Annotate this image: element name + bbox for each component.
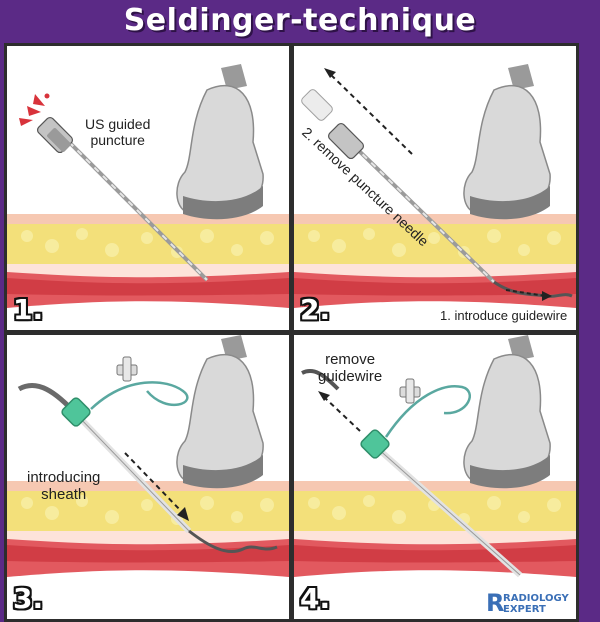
arrow-icon [124,452,189,521]
vessel-lumen [7,301,289,330]
ultrasound-probe-icon [463,64,551,220]
label-remove-guidewire: remove guidewire [318,351,383,385]
title-bar: Seldinger-technique [0,0,600,40]
guidewire-icon [301,369,340,391]
ultrasound-probe-icon [176,335,264,489]
step-number: 2. [300,293,331,326]
logo-line-2: EXPERT [503,604,546,615]
side-port-tube [384,385,472,438]
label-us-guided-puncture: US guided puncture [85,116,151,148]
step-number: 3. [13,582,44,615]
side-port-tube [90,381,189,410]
sheath-icon [17,382,192,534]
ultrasound-probe-icon [176,64,264,220]
panel-4: remove guidewire 4. R RADIOLOGY EXPERT [291,332,579,622]
sheath-icon [360,429,522,578]
vessel-lumen [7,570,289,619]
label-introducing-sheath: introducing sheath [27,469,101,503]
arrow-icon [324,68,552,301]
vessel-lumen [294,301,576,330]
panel-4-illustration [294,335,576,619]
radiology-expert-logo: R RADIOLOGY EXPERT [486,590,572,616]
vessel-lumen [294,570,576,619]
panel-2: 2. remove puncture needle 1. introduce g… [291,43,579,333]
panel-1-illustration [7,64,289,330]
panel-1: US guided puncture 1. [4,43,292,333]
step-number: 4. [300,582,331,615]
fat-texture [308,495,561,525]
skin-layer [294,481,576,491]
puncture-needle-icon [301,89,496,284]
figure-title: Seldinger-technique [123,2,477,38]
stopcock-icon [116,356,138,382]
arrow-icon [318,391,361,432]
puncture-needle-icon [36,116,209,282]
vessel-shade [294,278,576,296]
blood-splash-icon [19,93,50,126]
fat-texture [21,228,274,258]
skin-layer [294,214,576,224]
logo-mark: R [486,589,505,617]
logo-line-1: RADIOLOGY [503,593,569,604]
panel-3-illustration [7,335,289,619]
guidewire-icon [188,529,278,554]
stopcock-icon [399,378,421,404]
step-number: 1. [13,293,44,326]
panel-2-illustration [294,64,576,330]
label-introduce-guidewire: 1. introduce guidewire [440,308,568,323]
vessel-shade [7,278,289,296]
ultrasound-probe-icon [463,335,551,489]
panel-3: introducing sheath 3. [4,332,292,622]
